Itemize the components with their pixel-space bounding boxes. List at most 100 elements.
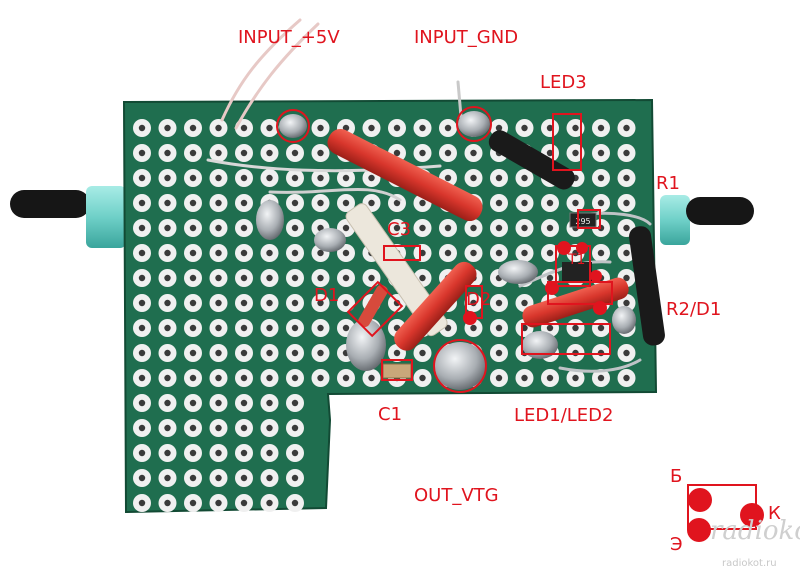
pad-hole <box>138 174 146 182</box>
pad-hole <box>317 274 324 282</box>
pad-hole <box>317 199 324 207</box>
pad-hole <box>215 349 222 357</box>
pad-hole <box>240 474 248 482</box>
pad-hole <box>215 474 222 482</box>
pad-hole <box>240 249 248 257</box>
pad-hole <box>215 424 222 432</box>
pad-hole <box>164 149 171 157</box>
transistor-t1 <box>562 262 592 282</box>
pad-hole <box>138 249 146 257</box>
pad-hole <box>189 324 197 332</box>
pad-hole <box>342 124 350 132</box>
pad-hole <box>240 374 248 382</box>
pad-hole <box>291 324 299 332</box>
pad-hole <box>266 374 273 382</box>
pad-hole <box>215 174 222 182</box>
pad-hole <box>342 224 350 232</box>
pad-hole <box>623 174 630 182</box>
pad-hole <box>291 274 299 282</box>
pad-hole <box>495 124 503 132</box>
pad-hole <box>572 324 579 332</box>
input-5v-label: INPUT_+5V <box>238 27 340 48</box>
pad-hole <box>189 474 197 482</box>
pad-hole <box>597 199 605 207</box>
pad-hole <box>240 424 248 432</box>
pad-hole <box>342 274 350 282</box>
pad-hole <box>189 199 197 207</box>
pad-hole <box>521 124 528 132</box>
pad-hole <box>368 274 375 282</box>
out-vtg-label: OUT_VTG <box>414 485 499 506</box>
pad-hole <box>138 499 146 507</box>
pad-hole <box>138 349 146 357</box>
pad-hole <box>495 349 503 357</box>
pad-hole <box>164 499 171 507</box>
pad-hole <box>317 374 324 382</box>
pad-hole <box>266 149 273 157</box>
pad-hole <box>215 199 222 207</box>
pad-hole <box>138 199 146 207</box>
pad-hole <box>572 374 579 382</box>
pad-hole <box>419 124 426 132</box>
pad-hole <box>215 449 222 457</box>
pad-hole <box>215 499 222 507</box>
pad-hole <box>291 449 299 457</box>
pad-hole <box>470 299 477 307</box>
pad-hole <box>266 124 273 132</box>
pad-hole <box>317 174 324 182</box>
input-gnd-label: INPUT_GND <box>414 27 519 48</box>
pad-hole <box>164 449 171 457</box>
pad-hole <box>189 149 197 157</box>
pad-hole <box>368 199 375 207</box>
pad-hole <box>215 374 222 382</box>
svg-text:295: 295 <box>575 217 590 226</box>
pad-hole <box>266 474 273 482</box>
pad-hole <box>495 324 503 332</box>
pad-hole <box>164 299 171 307</box>
pad-hole <box>393 124 401 132</box>
pad-hole <box>623 149 630 157</box>
pad-hole <box>495 299 503 307</box>
pad-hole <box>138 224 146 232</box>
pad-hole <box>546 149 554 157</box>
pad-hole <box>470 174 477 182</box>
pad-hole <box>393 199 401 207</box>
pad-hole <box>240 449 248 457</box>
black-led3 <box>488 130 575 190</box>
pad-hole <box>138 449 146 457</box>
pad-hole <box>521 249 528 257</box>
led3-label: LED3 <box>540 72 587 93</box>
pad-hole <box>623 249 630 257</box>
pad-hole <box>291 224 299 232</box>
pad-hole <box>419 224 426 232</box>
pad-hole <box>138 424 146 432</box>
pad-hole <box>521 374 528 382</box>
pad-hole <box>240 224 248 232</box>
pad-hole <box>521 199 528 207</box>
pad-hole <box>291 174 299 182</box>
pad-hole <box>317 124 324 132</box>
smd-r1: 295 <box>569 212 597 228</box>
pad-hole <box>138 399 146 407</box>
pad-hole <box>164 474 171 482</box>
pad-hole <box>291 349 299 357</box>
pad-hole <box>189 499 197 507</box>
pad-hole <box>291 199 299 207</box>
pad-hole <box>189 399 197 407</box>
pad-hole <box>521 224 528 232</box>
smd-c1 <box>382 363 412 379</box>
d2-label: D2 <box>466 289 492 310</box>
pad-hole <box>393 299 401 307</box>
pad-hole <box>266 324 273 332</box>
pad-hole <box>240 174 248 182</box>
pad-hole <box>240 199 248 207</box>
pad-hole <box>164 124 171 132</box>
r1-label: R1 <box>656 173 680 194</box>
pad-hole <box>291 374 299 382</box>
pad-hole <box>368 374 375 382</box>
pad-hole <box>215 224 222 232</box>
pad-hole <box>291 399 299 407</box>
pad-hole <box>546 274 554 282</box>
pad-hole <box>164 224 171 232</box>
pad-hole <box>470 149 477 157</box>
